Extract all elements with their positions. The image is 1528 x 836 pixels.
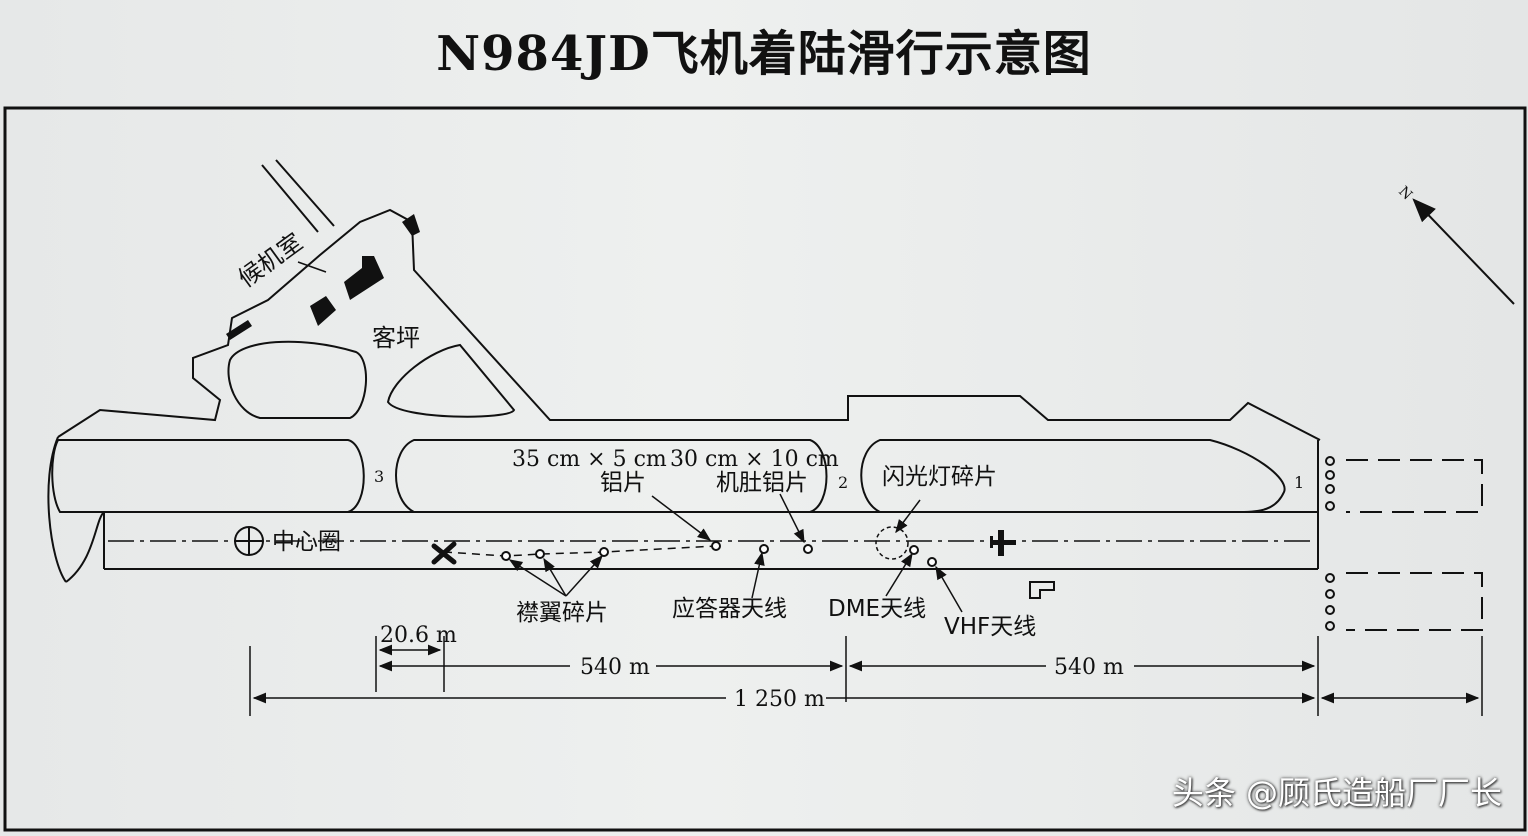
airplane-icon	[990, 530, 1016, 556]
diagram-title: N984JD飞机着陆滑行示意图	[436, 26, 1092, 82]
debris-1-size: 35 cm × 5 cm	[512, 447, 667, 472]
debris-path	[443, 545, 717, 557]
dim-total-label: 1 250 m	[734, 687, 825, 712]
taxiway-3-label: 3	[374, 467, 384, 486]
debris-2-name: 机肚铝片	[716, 470, 808, 496]
crashed-aircraft-icon	[431, 541, 457, 565]
center-circle-mark	[234, 526, 264, 556]
access-road	[261, 159, 335, 233]
taxiway-1-label: 1	[1294, 473, 1304, 492]
taxiway-boundary	[57, 208, 1321, 441]
terminal-label: 候机室	[233, 228, 308, 293]
flap-debris-label: 襟翼碎片	[516, 600, 608, 626]
grass-islands	[51, 340, 1286, 513]
center-circle-label: 中心圈	[272, 529, 341, 555]
debris-markers	[501, 541, 937, 567]
terminal-buildings	[226, 214, 420, 340]
north-label: N	[1395, 184, 1415, 204]
apron-label: 客坪	[372, 324, 420, 352]
leader-lines	[508, 493, 963, 613]
dim-small-label: 20.6 m	[380, 623, 457, 648]
watermark: 头条 @顾氏造船厂厂长	[1171, 774, 1502, 812]
debris-1-name: 铝片	[600, 470, 646, 496]
vhf-antenna-label: VHF天线	[944, 614, 1036, 640]
left-overrun	[47, 436, 67, 583]
building-marker-icon	[1029, 581, 1055, 599]
dme-antenna-label: DME天线	[828, 596, 926, 622]
north-arrow-icon	[1412, 198, 1515, 305]
strobe-debris-zone	[875, 526, 909, 560]
approach-zone	[1346, 459, 1483, 631]
dim-540-left-label: 540 m	[580, 655, 650, 680]
strobe-debris-label: 闪光灯碎片	[882, 464, 997, 490]
approach-lights	[1325, 456, 1335, 631]
dimension-lines	[249, 636, 1483, 716]
taxiway-2-label: 2	[838, 473, 848, 492]
transponder-antenna-label: 应答器天线	[672, 596, 787, 622]
dim-540-right-label: 540 m	[1054, 655, 1124, 680]
debris-2-size: 30 cm × 10 cm	[670, 447, 839, 472]
diagram-frame	[3, 106, 1527, 832]
